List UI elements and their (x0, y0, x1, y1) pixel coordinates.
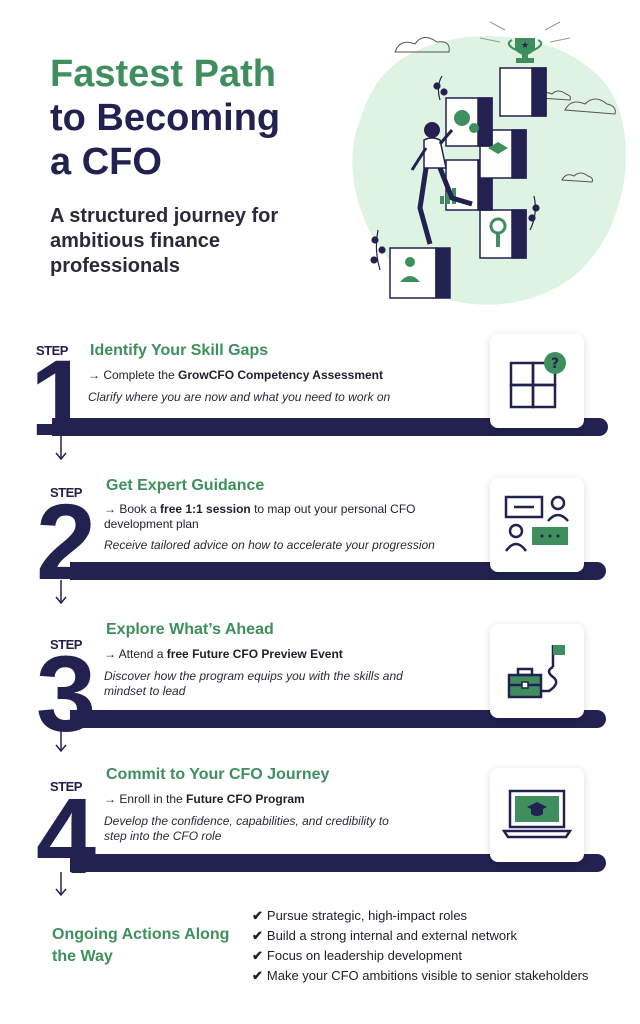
step-note: Develop the confidence, capabilities, an… (104, 814, 389, 843)
briefcase-flag-icon (507, 645, 565, 699)
step-bar (52, 418, 608, 436)
step-label: STEP (36, 343, 68, 358)
list-item: ✔Make your CFO ambitions visible to seni… (252, 968, 589, 983)
step-label: STEP (50, 485, 82, 500)
check-icon: ✔ (252, 948, 263, 963)
step-bar (70, 562, 606, 580)
step-icon-card: ? (490, 334, 584, 428)
hero-subtitle: A structured journey for ambitious finan… (50, 205, 279, 277)
check-icon: ✔ (252, 968, 263, 983)
step-bar (70, 710, 606, 728)
arrow-down-icon (55, 872, 67, 897)
puzzle-question-icon: ? (509, 352, 566, 409)
stair-blocks (389, 67, 547, 299)
step-action: → Attend a free Future CFO Preview Event (104, 647, 343, 661)
arrow-down-icon (55, 436, 67, 461)
step-action: → Complete the GrowCFO Competency Assess… (88, 368, 383, 382)
arrow-down-icon (55, 580, 67, 605)
ongoing-title: Ongoing Actions Along the Way (52, 926, 230, 965)
step-icon-card (490, 624, 584, 718)
step-note: Receive tailored advice on how to accele… (104, 538, 435, 552)
step-title: Identify Your Skill Gaps (90, 342, 269, 359)
step-title: Explore What’s Ahead (106, 621, 274, 638)
check-icon: ✔ (252, 908, 263, 923)
step-title: Commit to Your CFO Journey (106, 766, 330, 783)
trophy-icon: ★ (507, 38, 543, 63)
list-item: ✔Build a strong internal and external ne… (252, 928, 517, 943)
hero-title-line3: a CFO (50, 141, 162, 183)
step-note: Clarify where you are now and what you n… (88, 390, 391, 404)
step-action: → Book a free 1:1 session to map out you… (104, 502, 416, 531)
check-icon: ✔ (252, 928, 263, 943)
step-icon-card (490, 768, 584, 862)
step-label: STEP (50, 637, 82, 652)
person-icon (410, 122, 473, 245)
hero-title: Fastest Path to Becoming a CFO (50, 52, 350, 184)
list-item: ✔Focus on leadership development (252, 948, 463, 963)
chat-people-icon (504, 495, 569, 552)
laptop-graduation-icon (502, 789, 572, 839)
svg-text:★: ★ (521, 41, 529, 51)
step-label: STEP (50, 779, 82, 794)
step-icon-card (490, 478, 584, 572)
list-item: ✔Pursue strategic, high-impact roles (252, 908, 468, 923)
step-action: → Enroll in the Future CFO Program (104, 792, 305, 806)
step-number: 3 (36, 633, 97, 754)
hero-title-line1: Fastest Path (50, 53, 276, 95)
hero-illustration: ★ (352, 21, 627, 305)
step-title: Get Expert Guidance (106, 477, 265, 494)
hero-title-line2: to Becoming (50, 97, 281, 139)
step-note: Discover how the program equips you with… (104, 669, 403, 698)
step-bar (70, 854, 606, 872)
ongoing-list: ✔Pursue strategic, high-impact roles ✔Bu… (252, 906, 588, 986)
svg-text:?: ? (551, 356, 559, 372)
arrow-down-icon (55, 728, 67, 753)
